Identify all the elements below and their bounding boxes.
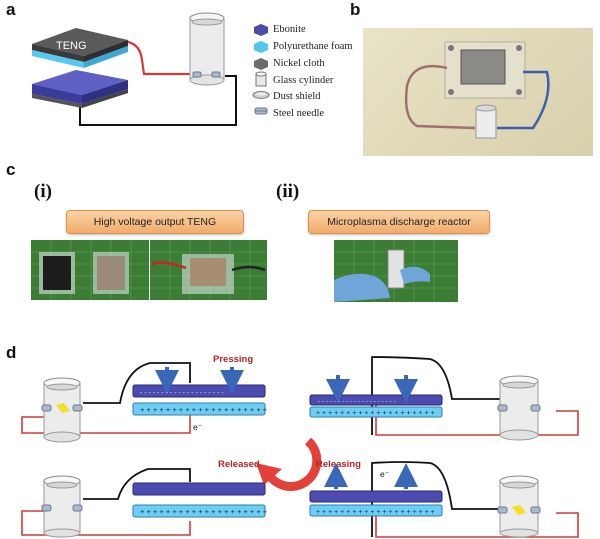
glass-cylinder-icon (255, 71, 267, 87)
panel-label-a: a (6, 0, 16, 19)
reactor-photo (334, 240, 458, 302)
discharge-spark-br (512, 505, 526, 515)
releasing-label: Releasing (316, 459, 361, 470)
teng-title-box: High voltage output TENG (66, 210, 244, 234)
steel-needle-icon (254, 107, 268, 115)
dust-shield-icon (252, 91, 270, 99)
legend-label-glass-cylinder: Glass cylinder (273, 75, 334, 86)
legend-label-ebonite: Ebonite (273, 24, 306, 35)
panel-label-b: b (350, 0, 361, 19)
reactor-title-box: Microplasma discharge reactor (308, 210, 490, 234)
pressing-label: Pressing (213, 354, 253, 365)
legend-label-steel-needle: Steel needle (273, 108, 325, 119)
polyurethane-foam-icon (254, 41, 268, 53)
minus-row-tr: - - - - - - - - - - - - - - - - - - - - (318, 398, 396, 405)
teng-schematic: TENG (32, 12, 237, 126)
electron-label-tl: e⁻ (193, 422, 202, 432)
working-mechanism-diagram: Pressing - - - - - - - - - - - - - - - -… (21, 354, 579, 538)
reactor-cylinder-br (497, 475, 541, 538)
electron-label-br: e⁻ (380, 469, 389, 479)
plus-row-bl: + + + + + + + + + + + + + + + + + + + + (140, 507, 268, 516)
ebonite-icon (254, 24, 268, 36)
cycle-curved-arrow (256, 437, 322, 491)
reactor-cylinder-tl (41, 377, 83, 443)
released-label: Released (218, 459, 260, 470)
plus-row-tl: + + + + + + + + + + + + + + + + + + + + (140, 405, 268, 414)
subpanel-label-ii: (ii) (276, 181, 300, 202)
device-photo (363, 28, 593, 156)
panel-label-c: c (6, 160, 16, 179)
teng-layers-photo (31, 240, 149, 300)
legend-label-polyurethane-foam: Polyurethane foam (273, 41, 353, 52)
legend-label-dust-shield: Dust shield (273, 91, 321, 102)
legend-icons (252, 24, 270, 115)
reactor-cylinder-tr (497, 375, 541, 441)
teng-assembled-photo (150, 240, 267, 300)
plus-row-br: + + + + + + + + + + + + + + + + + + + + (316, 509, 435, 516)
discharge-spark (56, 403, 70, 413)
subpanel-label-i: (i) (34, 181, 52, 202)
reactor-cylinder-bl (41, 475, 83, 538)
minus-row-tl: - - - - - - - - - - - - - - - - - - - - (140, 390, 224, 397)
plus-row-tr: + + + + + + + + + + + + + + + + + + + + (316, 410, 435, 417)
panel-label-d: d (6, 343, 17, 362)
teng-label: TENG (56, 40, 87, 52)
nickel-cloth-icon (254, 58, 268, 70)
glass-cylinder-reactor (189, 12, 225, 86)
legend-label-nickel-cloth: Nickel cloth (273, 58, 325, 69)
